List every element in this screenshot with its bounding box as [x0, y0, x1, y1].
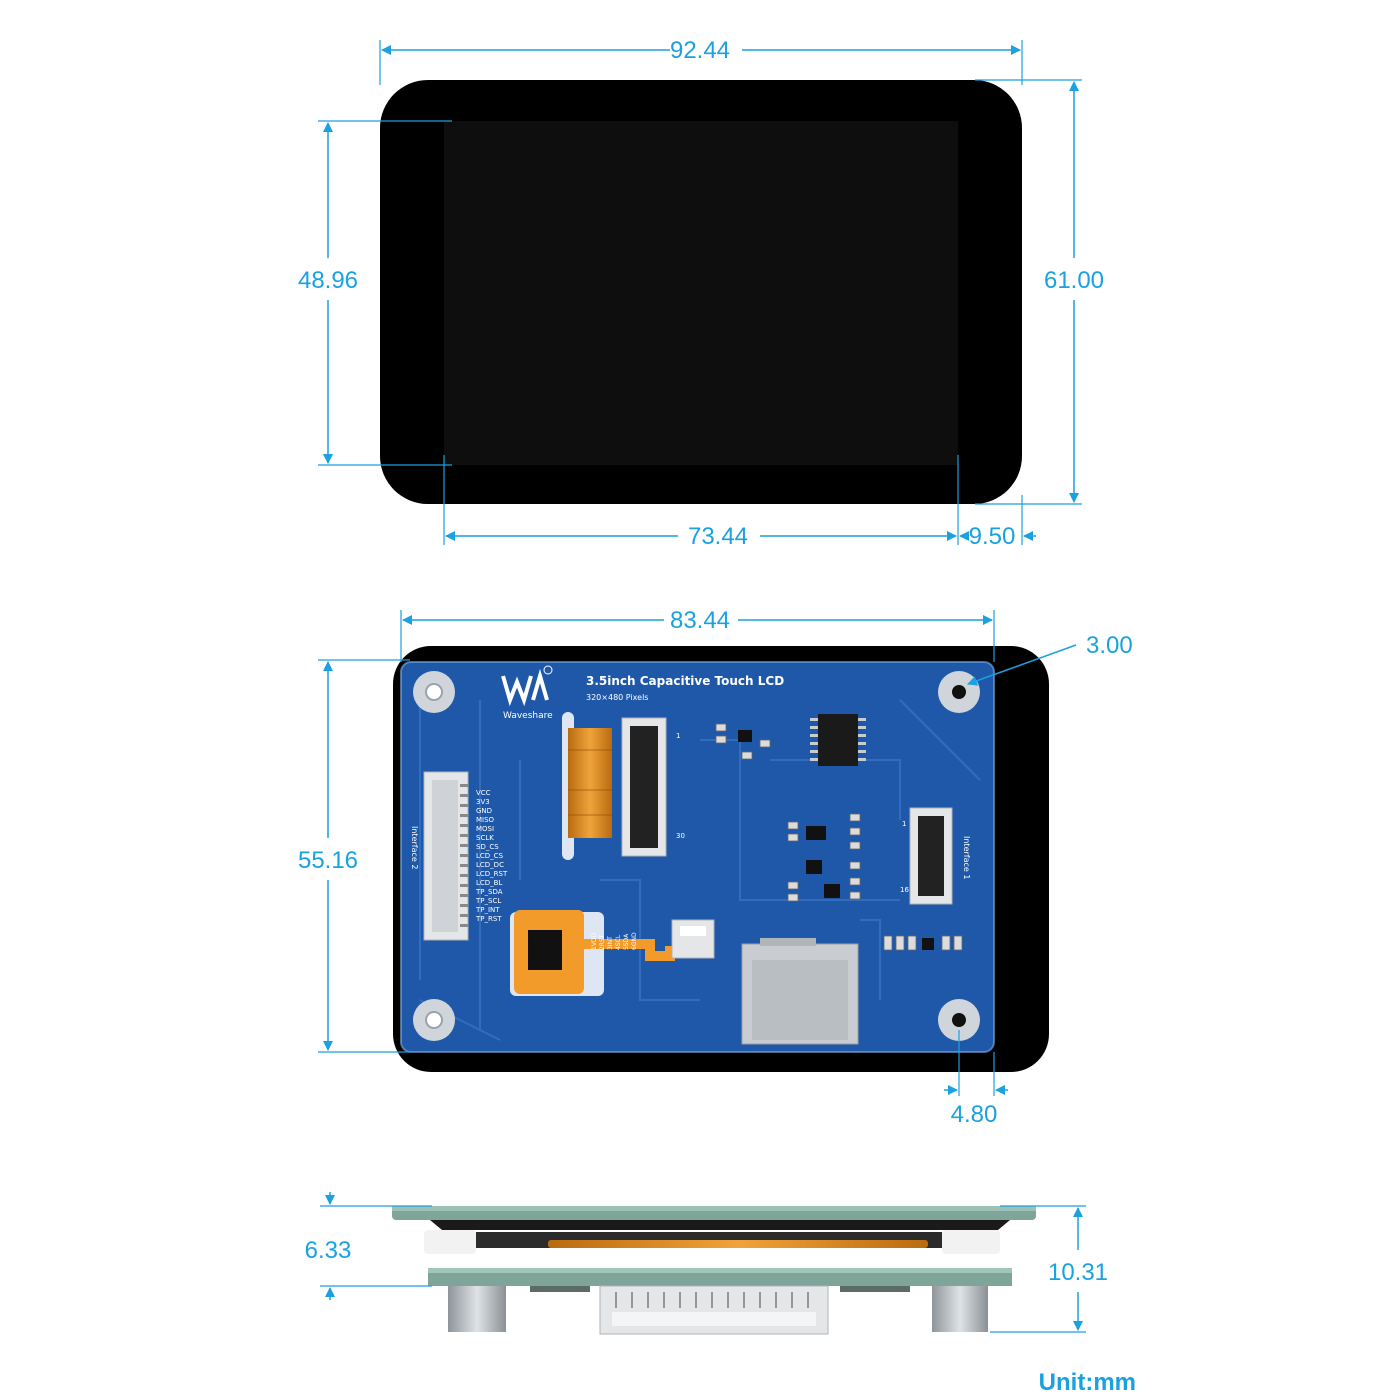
pin-label: TP_SCL [475, 897, 501, 905]
dim-overall-height: 61.00 [1044, 267, 1104, 294]
side-white-spacer-left [424, 1230, 476, 1254]
touch-pin-label: 1VDD [591, 932, 598, 950]
pin-label: LCD_DC [476, 861, 504, 869]
smd-components [715, 723, 963, 951]
board-subtitle: 320×480 Pixels [586, 693, 648, 702]
waveshare-logo-icon [501, 665, 553, 707]
svg-text:16: 16 [900, 886, 909, 894]
interface-2-pins [460, 784, 468, 927]
pin-label: TP_SDA [475, 888, 503, 896]
pin-label: TP_INT [475, 906, 500, 914]
dim-overall-width: 92.44 [670, 37, 730, 64]
svg-text:1: 1 [676, 732, 680, 740]
interface-2-label: Interface 2 [410, 826, 419, 869]
unit-label: Unit:mm [1039, 1369, 1136, 1396]
side-standoff-left [448, 1286, 506, 1332]
back-view: Waveshare 3.5inch Capacitive Touch LCD 3… [393, 646, 1049, 1072]
lcd-screen [444, 121, 958, 465]
dim-panel-thickness: 6.33 [305, 1237, 352, 1264]
pin-label: LCD_CS [476, 852, 504, 860]
dim-line-hole-diameter [967, 644, 1077, 686]
svg-text:1: 1 [902, 820, 906, 828]
side-flex-cable [548, 1240, 928, 1248]
pin-label: TP_RST [475, 915, 502, 923]
mount-hole-top-right [938, 671, 980, 713]
pin-label: MOSI [476, 825, 494, 833]
touch-pin-label: 3INT [607, 936, 614, 950]
mount-hole-bottom-right [938, 999, 980, 1041]
touch-pin-labels: 1VDD 2RST 3INT 4SCL 5SDA 6GND [591, 932, 638, 950]
pin-label: VCC [476, 789, 491, 797]
touch-pin-label: 6GND [631, 932, 638, 950]
touch-pin-label: 4SCL [615, 934, 622, 950]
dim-display-width: 73.44 [688, 523, 748, 550]
ic-chip [810, 714, 866, 766]
touch-ic [528, 930, 562, 970]
side-connector [599, 1285, 829, 1335]
dim-hole-offset: 4.80 [951, 1101, 998, 1128]
touch-pin-label: 5SDA [623, 933, 630, 950]
pin-label-list: VCC 3V3 GND MISO MOSI SCLK SD_CS LCD_CS … [475, 789, 508, 923]
touch-connector [671, 919, 715, 959]
pin-label: LCD_BL [476, 879, 502, 887]
svg-text:30: 30 [676, 832, 685, 840]
touch-pin-label: 2RST [599, 934, 606, 950]
dim-right-bezel: 9.50 [969, 523, 1016, 550]
pin-label: MISO [476, 816, 495, 824]
dim-board-height: 55.16 [298, 847, 358, 874]
dim-hole-diameter: 3.00 [1086, 632, 1133, 659]
front-view: 92.44 61.00 48.96 73.44 9.50 [298, 37, 1104, 550]
side-view [392, 1206, 1036, 1335]
pin-label: SD_CS [476, 843, 499, 851]
pin-label: 3V3 [476, 798, 490, 806]
flex-cable [568, 728, 612, 838]
mount-hole-bottom-left [413, 999, 455, 1041]
pin-label: GND [476, 807, 492, 815]
side-white-spacer-right [942, 1230, 1000, 1254]
interface-1-label: Interface 1 [962, 836, 971, 879]
board-title: 3.5inch Capacitive Touch LCD [586, 674, 784, 688]
mount-hole-top-left [413, 671, 455, 713]
side-standoff-right [932, 1286, 988, 1332]
dim-board-width: 83.44 [670, 607, 730, 634]
dim-total-thickness: 10.31 [1048, 1259, 1108, 1286]
pin-label: SCLK [476, 834, 494, 842]
dim-display-height: 48.96 [298, 267, 358, 294]
pin-label: LCD_RST [476, 870, 508, 878]
brand-text: Waveshare [503, 711, 553, 721]
